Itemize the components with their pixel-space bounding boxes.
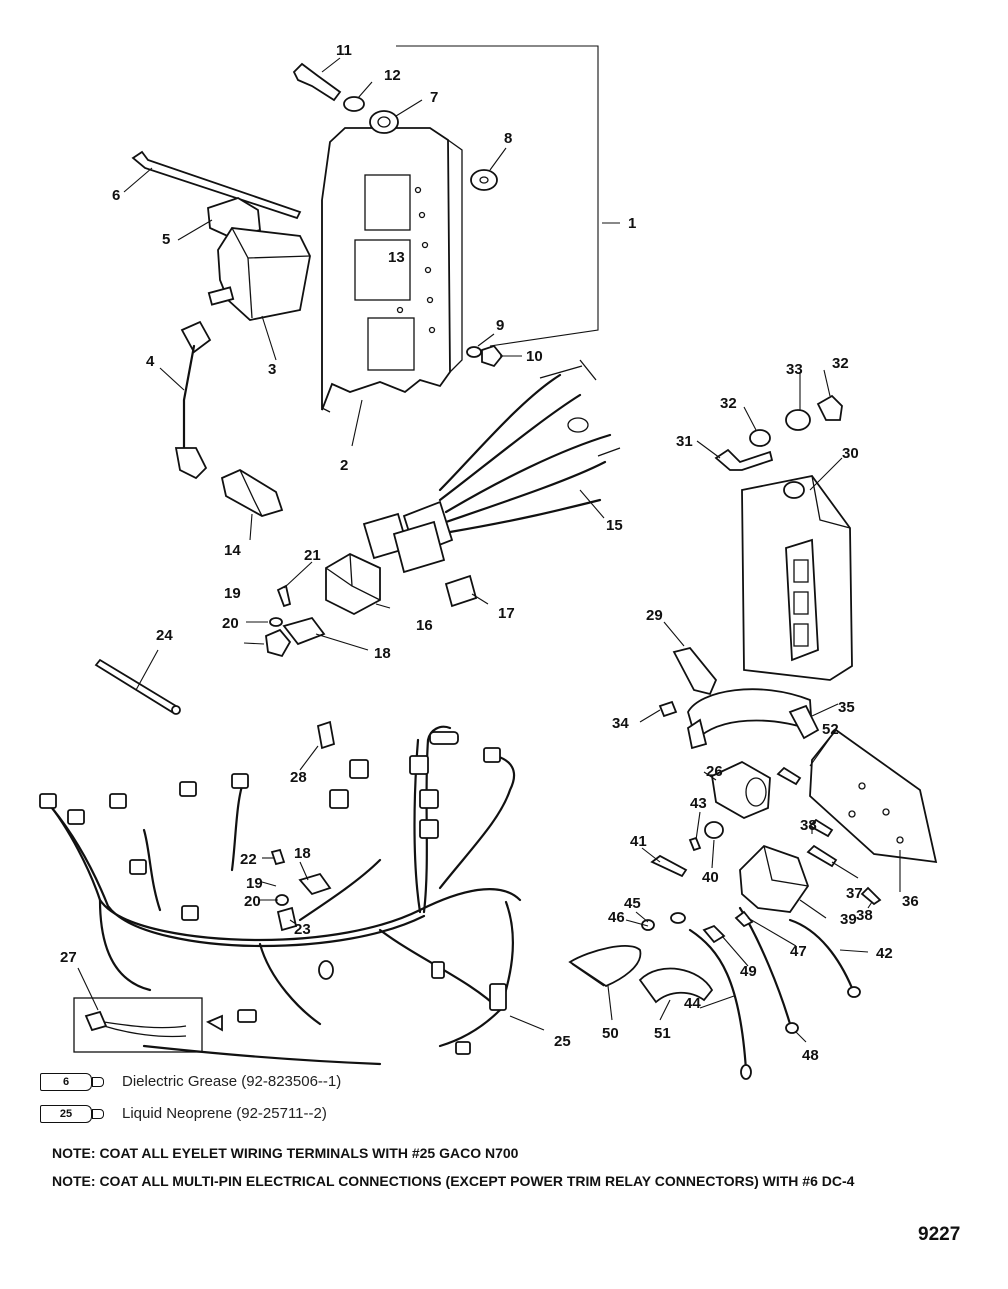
callout-label: 6: [112, 187, 120, 204]
top-fasteners: [292, 62, 498, 191]
callout-label: 34: [612, 715, 629, 732]
legend-item-dielectric-grease: 6 Dielectric Grease (92-823506--1): [40, 1068, 500, 1094]
battery-cables: [568, 906, 861, 1080]
callout-label: 51: [654, 1025, 671, 1042]
note-multi-pin-connections: NOTE: COAT ALL MULTI-PIN ELECTRICAL CONN…: [52, 1173, 855, 1189]
ignition-coil-assembly: [131, 150, 311, 321]
cable-tie: [94, 658, 181, 715]
callout-label: 28: [290, 769, 307, 786]
callout-label: 23: [294, 921, 311, 938]
legend-text: Liquid Neoprene (92-25711--2): [122, 1104, 327, 1122]
callout-label: 47: [790, 943, 807, 960]
callout-label: 20: [244, 893, 261, 910]
callout-label: 7: [430, 89, 438, 106]
note-eyelet-terminals: NOTE: COAT ALL EYELET WIRING TERMINALS W…: [52, 1145, 519, 1161]
callout-label: 11: [336, 42, 352, 59]
callout-label: 8: [504, 130, 512, 147]
callout-label: 18: [294, 845, 311, 862]
tube-cap-icon: [92, 1109, 104, 1119]
callout-label: 32: [832, 355, 849, 372]
callout-label: 50: [602, 1025, 619, 1042]
main-wiring-harness: [39, 720, 522, 1066]
callout-label: 16: [416, 617, 433, 634]
callout-label: 49: [740, 963, 757, 980]
callout-label: 39: [840, 911, 857, 928]
callout-label: 19: [246, 875, 263, 892]
callout-label: 26: [706, 763, 723, 780]
callout-label: 9: [496, 317, 504, 334]
mounting-plate: [321, 127, 463, 413]
callout-label: 12: [384, 67, 401, 84]
callout-label: 4: [146, 353, 155, 370]
tube-cap-icon: [92, 1077, 104, 1087]
callout-label: 46: [608, 909, 625, 926]
tube-number: 6: [40, 1073, 92, 1091]
callout-label: 52: [822, 721, 839, 738]
plate-hardware: [466, 344, 504, 368]
callout-label: 24: [156, 627, 173, 644]
callout-label: 35: [838, 699, 855, 716]
callout-label: 36: [902, 893, 919, 910]
spark-plug-and-lead: [174, 320, 284, 517]
callout-label: 32: [720, 395, 737, 412]
callout-label: 21: [304, 547, 321, 564]
callout-label: 37: [846, 885, 863, 902]
inset-detail-27: [73, 997, 223, 1053]
group-bracket: [396, 45, 599, 347]
callout-label: 20: [222, 615, 239, 632]
starter-solenoid-assembly: [650, 728, 938, 913]
callout-label: 22: [240, 851, 257, 868]
callout-label: 10: [526, 348, 543, 365]
callout-label: 1: [628, 215, 636, 232]
callout-label: 29: [646, 607, 663, 624]
figure-number: 9227: [918, 1224, 961, 1245]
callout-label: 17: [498, 605, 515, 622]
callout-label: 33: [786, 361, 803, 378]
tube-icon: 6: [40, 1071, 106, 1091]
callout-label: 30: [842, 445, 859, 462]
callout-label: 41: [630, 833, 647, 850]
callout-label: 31: [676, 433, 693, 450]
callout-label: 48: [802, 1047, 819, 1064]
callout-label: 40: [702, 869, 719, 886]
callout-label: 3: [268, 361, 276, 378]
tube-icon: 25: [40, 1103, 106, 1123]
trim-relay-assembly: [265, 552, 478, 658]
callout-label: 19: [224, 585, 241, 602]
callout-label: 45: [624, 895, 641, 912]
callout-label: 42: [876, 945, 893, 962]
callout-label: 38: [856, 907, 873, 924]
legend-text: Dielectric Grease (92-823506--1): [122, 1072, 342, 1090]
callout-label: 27: [60, 949, 77, 966]
callout-label: 13: [388, 249, 405, 266]
callout-label: 25: [554, 1033, 571, 1050]
callout-labels: 11 12 7 8 1 6 5 13 3 9 10 4 2 14 15 32 3…: [60, 42, 919, 1064]
callout-label: 18: [374, 645, 391, 662]
ecm-module: [714, 394, 853, 681]
leader-lines: [77, 57, 901, 1043]
tube-number: 25: [40, 1105, 92, 1123]
callout-label: 2: [340, 457, 348, 474]
callout-label: 38: [800, 817, 817, 834]
relay-harness: [362, 359, 621, 574]
legend-item-liquid-neoprene: 25 Liquid Neoprene (92-25711--2): [40, 1100, 500, 1126]
ecm-mount-bracket: [658, 646, 820, 750]
callout-label: 44: [684, 995, 701, 1012]
callout-label: 14: [224, 542, 241, 559]
callout-label: 15: [606, 517, 623, 534]
callout-label: 5: [162, 231, 170, 248]
callout-label: 43: [690, 795, 707, 812]
